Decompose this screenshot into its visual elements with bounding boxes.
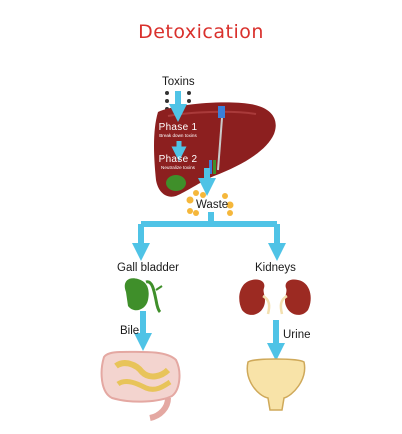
phase2-block: Phase 2 Neutralize toxins <box>158 154 198 171</box>
page-title: Detoxication <box>138 21 264 43</box>
kidneys-label: Kidneys <box>255 262 296 274</box>
urinary-bladder-icon <box>246 358 306 411</box>
toxins-label: Toxins <box>162 76 195 88</box>
gall-bladder-label: Gall bladder <box>117 262 180 274</box>
phase1-label: Phase 1 <box>158 122 198 133</box>
waste-dots <box>186 190 234 216</box>
phase2-label: Phase 2 <box>158 154 198 165</box>
bile-label: Bile <box>120 325 140 337</box>
liver-icon <box>154 102 276 197</box>
phase1-block: Phase 1 Break down toxins <box>158 122 198 139</box>
intestines-icon <box>100 350 181 421</box>
branch-connector <box>132 212 286 261</box>
phase1-sublabel: Break down toxins <box>159 133 197 138</box>
urine-label: Urine <box>283 329 311 341</box>
waste-label: Waste <box>196 199 229 211</box>
gall-bladder-icon <box>124 278 163 314</box>
phase2-sublabel: Neutralize toxins <box>161 165 195 170</box>
kidneys-icon <box>239 279 311 315</box>
